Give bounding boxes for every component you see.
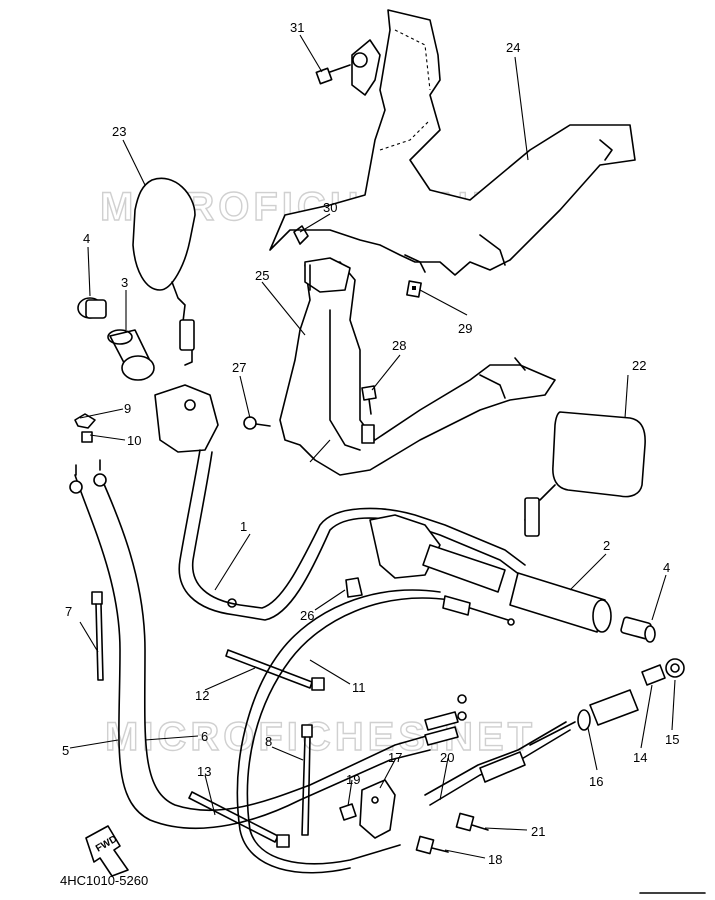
- left-mirror-part: [132, 177, 196, 366]
- bracket-17: [359, 779, 396, 839]
- upper-cover-part: [269, 9, 636, 276]
- callout-18: 18: [488, 852, 502, 867]
- cable-tie-12: [225, 649, 325, 691]
- right-mirror-part: [524, 411, 646, 537]
- callout-20: 20: [440, 750, 454, 765]
- callout-9: 9: [124, 401, 131, 416]
- callout-14: 14: [633, 750, 647, 765]
- grip-end-left-4: [77, 297, 107, 319]
- callout-31: 31: [290, 20, 304, 35]
- throttle-cables-5-6: [69, 459, 467, 830]
- callout-labels: 31 24 23 4 3 30 29 25 28 27 9 10 1 22 2 …: [62, 20, 679, 867]
- callout-4-left: 4: [83, 231, 90, 246]
- callout-15: 15: [665, 732, 679, 747]
- bolt-31: [315, 64, 351, 85]
- locknut-15: [665, 658, 685, 678]
- holder-10: [154, 384, 219, 453]
- callout-19: 19: [346, 772, 360, 787]
- callout-1: 1: [240, 519, 247, 534]
- bolt-18: [415, 835, 449, 855]
- callout-5: 5: [62, 743, 69, 758]
- clip-19: [339, 803, 357, 821]
- callout-22: 22: [632, 358, 646, 373]
- lower-cover-part: [279, 257, 556, 476]
- bolt-28: [361, 385, 377, 415]
- callout-29: 29: [458, 321, 472, 336]
- callout-3: 3: [121, 275, 128, 290]
- brake-cable-11: [236, 589, 515, 874]
- callout-12: 12: [195, 688, 209, 703]
- clip-30: [293, 225, 309, 245]
- callout-13: 13: [197, 764, 211, 779]
- grommet-26: [345, 577, 363, 598]
- callout-2: 2: [603, 538, 610, 553]
- cable-tie-13: [188, 791, 290, 848]
- callout-24: 24: [506, 40, 520, 55]
- callout-8: 8: [265, 734, 272, 749]
- callout-27: 27: [232, 360, 246, 375]
- fwd-arrow-icon: FWD: [85, 825, 129, 877]
- cable-tie-8: [301, 724, 313, 836]
- callout-28: 28: [392, 338, 406, 353]
- callout-26: 26: [300, 608, 314, 623]
- callout-21: 21: [531, 824, 545, 839]
- adjuster-nut-14: [641, 664, 666, 686]
- callout-7: 7: [65, 604, 72, 619]
- handlebar-1: [178, 449, 526, 621]
- watermark-bottom: MICROFICHES.NET: [105, 715, 536, 759]
- bolt-21: [455, 812, 489, 832]
- callout-23: 23: [112, 124, 126, 139]
- callout-16: 16: [589, 774, 603, 789]
- clutch-cable-20: [424, 689, 639, 806]
- callout-4-right: 4: [663, 560, 670, 575]
- nut-29: [406, 280, 422, 298]
- left-grip-3: [107, 329, 155, 381]
- cable-tie-7: [91, 591, 104, 681]
- diagram-code: 4HC1010-5260: [60, 873, 149, 888]
- screw-27: [243, 416, 271, 430]
- callout-10: 10: [127, 433, 141, 448]
- clip-9: [74, 413, 96, 443]
- callout-25: 25: [255, 268, 269, 283]
- callout-30: 30: [323, 200, 337, 215]
- callout-6: 6: [201, 729, 208, 744]
- leader-lines: [69, 34, 676, 859]
- right-grip-2: [422, 544, 612, 633]
- grip-end-right-4: [620, 616, 656, 643]
- callout-11: 11: [352, 680, 366, 695]
- callout-17: 17: [388, 750, 402, 765]
